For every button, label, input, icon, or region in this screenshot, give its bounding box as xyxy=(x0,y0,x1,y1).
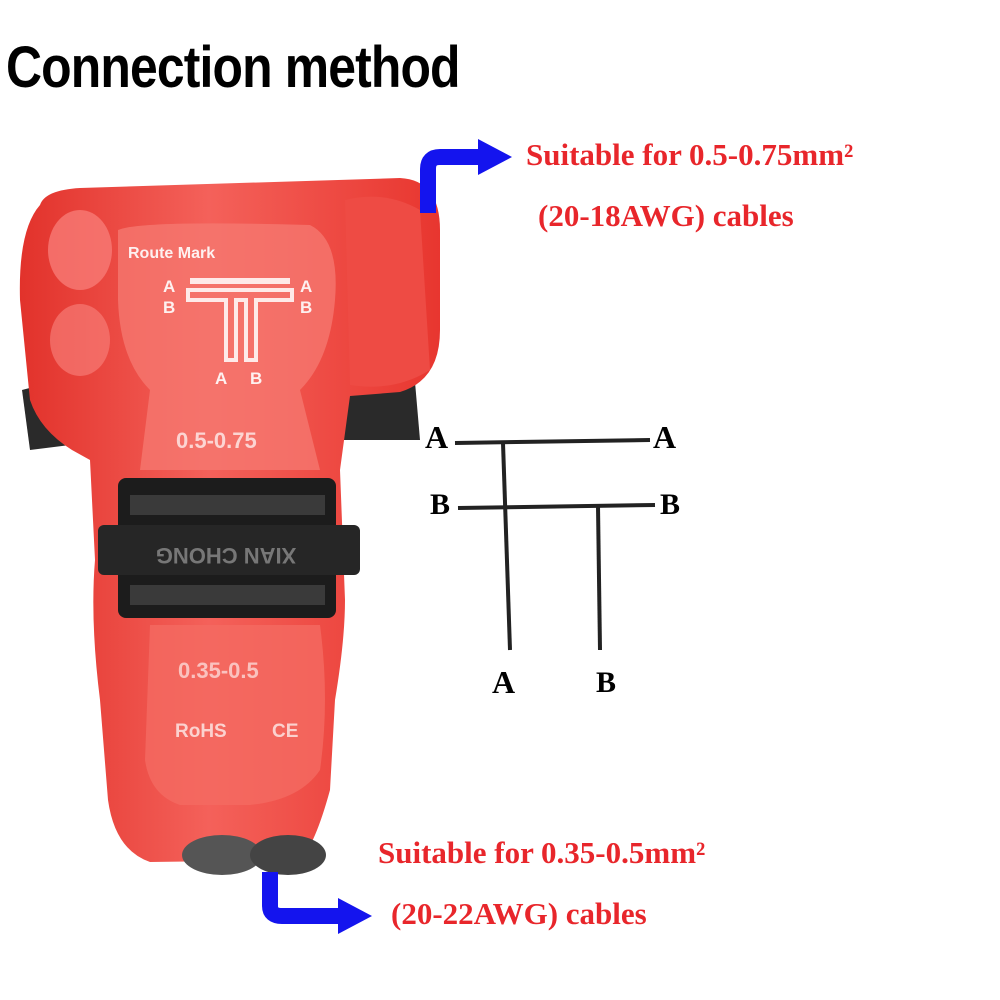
route-mark-label: Route Mark xyxy=(128,245,215,262)
route-mark-left-a: A xyxy=(163,277,175,296)
wire-label-b-bottom: B xyxy=(596,666,616,699)
band-text: XIAN CHONG xyxy=(156,543,297,568)
rohs-mark: RoHS xyxy=(175,721,227,742)
route-mark-bottom-b: B xyxy=(250,369,262,388)
top-right-arrow-icon xyxy=(420,139,512,213)
route-mark-right-b: B xyxy=(300,298,312,317)
bottom-note-line1: Suitable for 0.35-0.5mm² xyxy=(378,835,706,870)
wire-a xyxy=(454,438,651,445)
lower-rating-label: 0.35-0.5 xyxy=(178,658,259,683)
wire-label-a-left: A xyxy=(425,419,448,455)
wire-label-a-bottom: A xyxy=(492,664,515,700)
ce-mark: CE xyxy=(272,721,298,742)
top-note-line2: (20-18AWG) cables xyxy=(538,198,794,233)
wire-label-a-right: A xyxy=(653,419,676,455)
wire-label-b-right: B xyxy=(660,488,680,521)
route-mark-left-b: B xyxy=(163,298,175,317)
bottom-right-arrow-icon xyxy=(262,872,372,934)
upper-rating-label: 0.5-0.75 xyxy=(176,428,257,453)
wire-label-b-left: B xyxy=(430,488,450,521)
top-note-line1: Suitable for 0.5-0.75mm² xyxy=(526,137,854,172)
bottom-note-line2: (20-22AWG) cables xyxy=(391,896,647,931)
route-mark-right-a: A xyxy=(300,277,312,296)
wire-b xyxy=(457,503,656,510)
wire-b-drop xyxy=(596,505,602,651)
route-mark-bottom-a: A xyxy=(215,369,227,388)
page-title: Connection method xyxy=(6,35,461,100)
wire-a-drop xyxy=(501,442,512,651)
